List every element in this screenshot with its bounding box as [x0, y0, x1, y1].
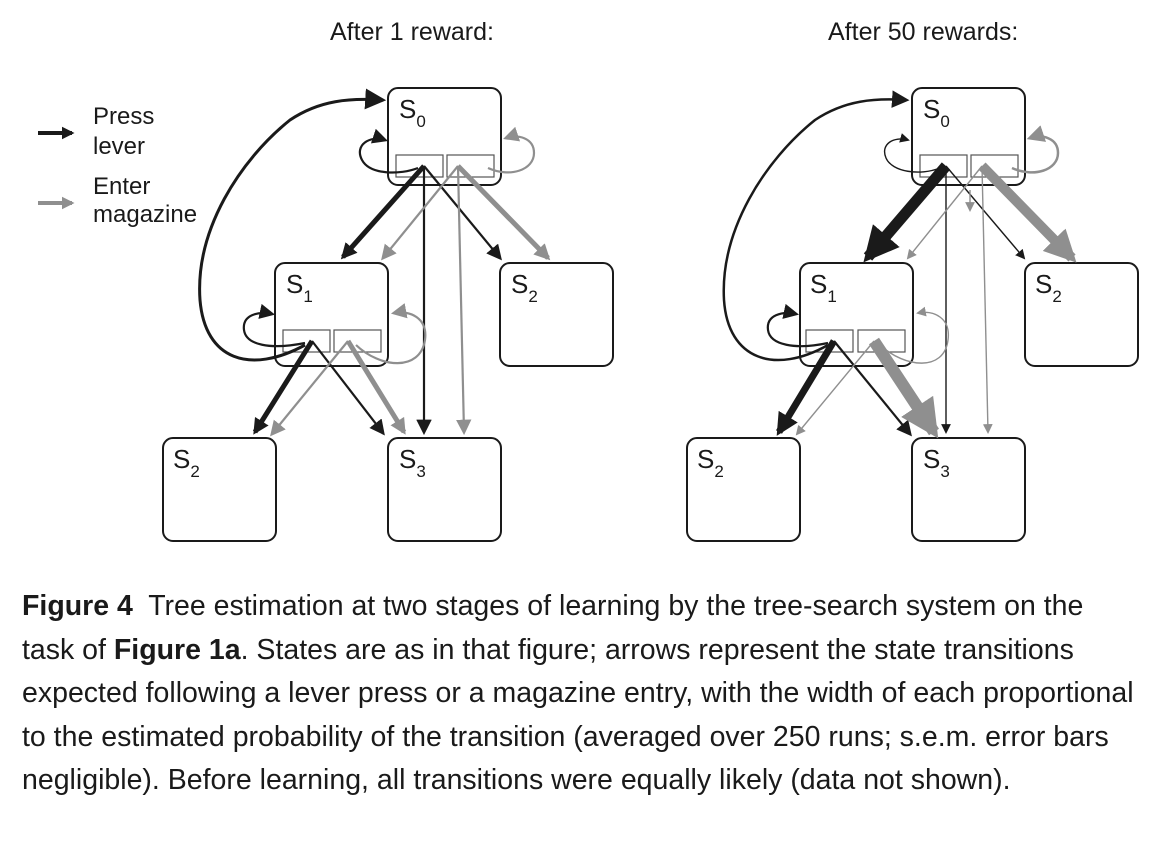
- caption-text-1: Tree estimation at two stages of learnin…: [22, 590, 1084, 666]
- transition-arrow-enter: [487, 126, 536, 174]
- panel-right: S0 S1 S2 S2 S3: [686, 87, 1139, 542]
- transition-arrow-press: [766, 303, 829, 348]
- transition-arrow-press: [423, 165, 502, 261]
- state-box-s2-bottom: [162, 437, 277, 542]
- transition-arrow-press: [311, 340, 385, 436]
- legend-press-line2: lever: [93, 133, 146, 160]
- caption-label: Figure 4: [22, 590, 133, 622]
- state-label-s3: S3: [399, 444, 426, 481]
- state-label-s2: S2: [173, 444, 200, 481]
- transition-arrow-enter: [345, 339, 407, 435]
- legend-enter-line1: Enter: [93, 173, 151, 200]
- tree-estimation-figure: S0 S1 S2 S2 S3 S0 S1: [38, 87, 1139, 542]
- transition-arrow-press: [242, 303, 306, 348]
- legend-enter-line2: magazine: [93, 201, 198, 228]
- transition-arrow-enter: [879, 306, 949, 364]
- state-label-s2: S2: [1035, 269, 1062, 306]
- transition-arrow-enter: [868, 337, 940, 439]
- transition-arrow-press: [198, 88, 387, 362]
- state-label-s0: S0: [923, 94, 950, 131]
- transition-arrow-press: [776, 339, 837, 436]
- caption-text-2: . States are as in that figure; arrows r…: [22, 633, 1134, 797]
- figure-caption: Figure 4 Tree estimation at two stages o…: [22, 585, 1142, 803]
- legend-press-label: Press lever: [93, 102, 154, 162]
- state-label-s1: S1: [286, 269, 313, 306]
- state-label-s2: S2: [511, 269, 538, 306]
- transition-arrow-enter: [456, 165, 472, 436]
- transition-arrow-press: [883, 133, 941, 173]
- transition-arrow-enter: [355, 303, 427, 365]
- transition-arrow-enter: [456, 164, 551, 261]
- legend-enter-label: Enter magazine: [93, 173, 197, 229]
- panel-title-left: After 1 reward:: [330, 18, 494, 46]
- transition-arrow-press: [252, 339, 315, 435]
- transition-arrow-press: [863, 162, 951, 263]
- transition-arrow-press: [358, 128, 419, 174]
- transition-arrow-press: [722, 90, 910, 362]
- state-label-s3: S3: [923, 444, 950, 481]
- state-box-s3: [387, 437, 502, 542]
- transition-arrow-enter: [381, 165, 459, 261]
- action-box-enter: [446, 154, 495, 178]
- transition-arrow-press: [833, 340, 912, 437]
- transition-arrow-enter: [1011, 125, 1060, 174]
- state-box-s3: [911, 437, 1026, 542]
- transition-arrow-enter: [795, 340, 875, 436]
- panel-left: S0 S1 S2 S2 S3: [162, 87, 614, 542]
- legend-press-line1: Press: [93, 103, 155, 130]
- state-label-s2: S2: [697, 444, 724, 481]
- transition-arrow-enter: [981, 165, 993, 434]
- state-label-s0: S0: [399, 94, 426, 131]
- panel-title-right: After 50 rewards:: [828, 18, 1019, 46]
- state-label-s1: S1: [810, 269, 837, 306]
- transition-arrow-press: [945, 165, 1026, 260]
- transition-arrow-enter: [270, 340, 349, 437]
- state-box-s2-bottom: [686, 437, 801, 542]
- state-box-s2-top: [499, 262, 614, 367]
- transition-arrow-enter: [978, 162, 1077, 263]
- transition-arrow-press: [340, 164, 426, 260]
- state-box-s2-top: [1024, 262, 1139, 367]
- caption-figure-ref[interactable]: Figure 1a: [113, 633, 241, 666]
- transition-arrow-enter: [906, 165, 983, 260]
